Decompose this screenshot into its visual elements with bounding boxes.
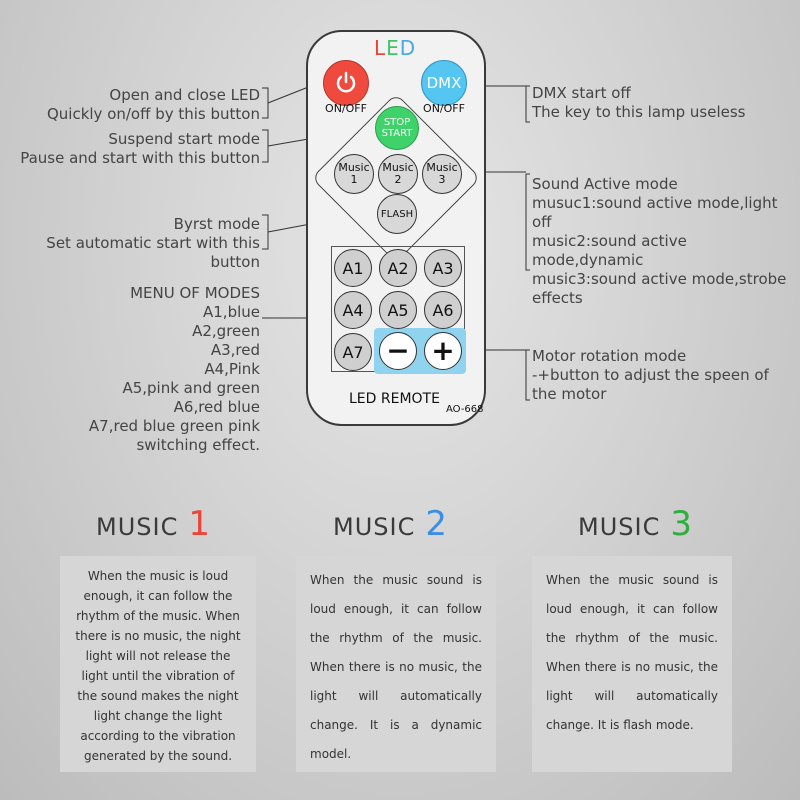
stop-start-button[interactable]: STOP START bbox=[375, 106, 419, 150]
flash-label: FLASH bbox=[380, 208, 414, 220]
stop-label: STOP bbox=[383, 117, 411, 128]
annotation-menu: MENU OF MODES A1,blue A2,green A3,red A4… bbox=[89, 284, 260, 455]
annotation-flash: Byrst mode Set automatic start with this… bbox=[0, 215, 260, 272]
music-2-heading-number: 2 bbox=[425, 504, 448, 544]
led-letter-l: L bbox=[374, 36, 387, 60]
annotation-flash-line: Set automatic start with this button bbox=[46, 234, 260, 271]
music-1-label: Music bbox=[338, 161, 370, 174]
remote-name-label: LED REMOTE bbox=[349, 391, 440, 407]
power-button[interactable] bbox=[323, 60, 369, 106]
annotation-menu-line: A3,red bbox=[210, 341, 260, 359]
annotation-menu-line: A2,green bbox=[192, 322, 260, 340]
start-label: START bbox=[381, 128, 413, 139]
annotation-dmx-line: DMX start off bbox=[532, 84, 631, 102]
mode-a5-label: A5 bbox=[387, 300, 409, 320]
annotation-menu-line: A6,red blue bbox=[173, 398, 260, 416]
power-icon bbox=[336, 71, 356, 93]
mode-a4-button[interactable]: A4 bbox=[334, 291, 372, 329]
remote-led-title: LED bbox=[374, 36, 424, 60]
annotation-menu-line: A4,Pink bbox=[204, 360, 260, 378]
music-1-description: When the music is loud enough, it can fo… bbox=[60, 556, 256, 772]
music-3-heading-number: 3 bbox=[670, 504, 693, 544]
annotation-stop: Suspend start mode Pause and start with … bbox=[20, 130, 260, 168]
annotation-motor: Motor rotation mode -+button to adjust t… bbox=[532, 347, 769, 404]
annotation-motor-line: -+button to adjust the speen of bbox=[532, 366, 769, 384]
led-letter-d: D bbox=[399, 36, 417, 60]
music-1-button[interactable]: Music 1 bbox=[334, 154, 374, 194]
mode-a7-label: A7 bbox=[342, 342, 364, 362]
annotation-motor-line: Motor rotation mode bbox=[532, 347, 687, 365]
mode-a3-label: A3 bbox=[432, 258, 454, 278]
mode-a6-button[interactable]: A6 bbox=[424, 291, 462, 329]
annotation-motor-line: the motor bbox=[532, 385, 607, 403]
mode-a7-button[interactable]: A7 bbox=[334, 333, 372, 371]
speed-minus-button[interactable]: − bbox=[379, 332, 417, 370]
remote-model-label: AO-668 bbox=[446, 404, 484, 415]
minus-icon: − bbox=[386, 334, 410, 367]
music-2-label: Music bbox=[382, 161, 414, 174]
music-2-heading: MUSIC 2 bbox=[333, 504, 448, 544]
led-letter-e: E bbox=[386, 36, 400, 60]
annotation-dmx: DMX start off The key to this lamp usele… bbox=[532, 84, 746, 122]
mode-a3-button[interactable]: A3 bbox=[424, 249, 462, 287]
music-1-heading-number: 1 bbox=[188, 504, 211, 544]
music-1-heading: MUSIC 1 bbox=[96, 504, 211, 544]
annotation-flash-line: Byrst mode bbox=[173, 215, 260, 233]
mode-a2-button[interactable]: A2 bbox=[379, 249, 417, 287]
annotation-power-line: Open and close LED bbox=[109, 86, 260, 104]
mode-a1-label: A1 bbox=[342, 258, 364, 278]
mode-a6-label: A6 bbox=[432, 300, 454, 320]
music-3-label: Music bbox=[426, 161, 458, 174]
annotation-stop-line: Pause and start with this button bbox=[20, 149, 260, 167]
annotation-dmx-line: The key to this lamp useless bbox=[532, 103, 746, 121]
annotation-menu-line: A1,blue bbox=[203, 303, 260, 321]
mode-a2-label: A2 bbox=[387, 258, 409, 278]
annotation-menu-line: A7,red blue green pink bbox=[88, 417, 260, 435]
mode-a4-label: A4 bbox=[342, 300, 364, 320]
music-3-button[interactable]: Music 3 bbox=[422, 154, 462, 194]
annotation-sound-line: musuc1:sound active mode,light off bbox=[532, 194, 778, 231]
annotation-sound-line: music2:sound active mode,dynamic bbox=[532, 232, 687, 269]
music-2-description: When the music sound is loud enough, it … bbox=[296, 556, 496, 772]
music-2-number: 2 bbox=[394, 173, 402, 186]
dmx-label: DMX bbox=[426, 74, 462, 92]
music-2-heading-label: MUSIC bbox=[333, 513, 416, 541]
music-3-number: 3 bbox=[438, 173, 446, 186]
music-3-heading-label: MUSIC bbox=[578, 513, 661, 541]
dmx-caption: ON/OFF bbox=[423, 102, 465, 115]
music-3-heading: MUSIC 3 bbox=[578, 504, 693, 544]
annotation-menu-line: A5,pink and green bbox=[122, 379, 260, 397]
power-caption: ON/OFF bbox=[325, 102, 367, 115]
flash-button[interactable]: FLASH bbox=[377, 194, 417, 234]
music-1-heading-label: MUSIC bbox=[96, 513, 179, 541]
mode-a5-button[interactable]: A5 bbox=[379, 291, 417, 329]
annotation-sound-line: music3:sound active mode,strobe bbox=[532, 270, 787, 288]
annotation-power-line: Quickly on/off by this button bbox=[46, 105, 260, 123]
annotation-sound: Sound Active mode musuc1:sound active mo… bbox=[532, 175, 800, 308]
plus-icon: + bbox=[431, 334, 455, 367]
annotation-sound-line: effects bbox=[532, 289, 583, 307]
annotation-stop-line: Suspend start mode bbox=[108, 130, 260, 148]
music-1-number: 1 bbox=[350, 173, 358, 186]
dmx-button[interactable]: DMX bbox=[421, 60, 467, 106]
mode-a1-button[interactable]: A1 bbox=[334, 249, 372, 287]
annotation-menu-line: MENU OF MODES bbox=[130, 284, 260, 302]
music-3-description: When the music sound is loud enough, it … bbox=[532, 556, 732, 772]
annotation-sound-line: Sound Active mode bbox=[532, 175, 678, 193]
annotation-power: Open and close LED Quickly on/off by thi… bbox=[47, 86, 260, 124]
annotation-menu-line: switching effect. bbox=[136, 436, 260, 454]
speed-plus-button[interactable]: + bbox=[424, 332, 462, 370]
music-2-button[interactable]: Music 2 bbox=[378, 154, 418, 194]
